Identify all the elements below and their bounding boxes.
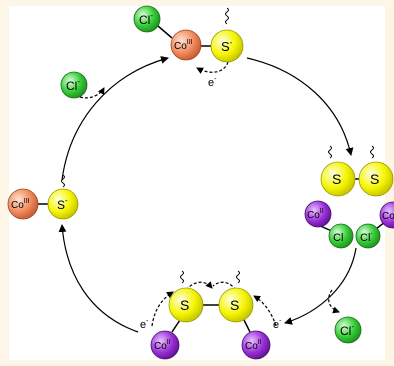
atom-label: S — [370, 171, 379, 187]
squiggle-bottom-1 — [180, 270, 184, 284]
svg-text:CoIII: CoIII — [174, 39, 193, 52]
atom-s-minus-left: S- — [47, 188, 79, 220]
cycle-arrow-right-bottom — [284, 247, 357, 325]
atom-label: Cl — [333, 232, 343, 244]
atom-cl-right-2: Cl- — [355, 223, 381, 249]
atom-label: Co — [245, 341, 258, 352]
dashed-arrow-top-electron — [196, 61, 229, 74]
atom-oxidation-state: III — [187, 39, 193, 46]
cycle-arrow-top-right — [246, 57, 354, 156]
atom-cl-top: Cl- — [133, 5, 161, 33]
electron-label-bottom-right: e- — [273, 318, 282, 331]
atom-co-iii-left: CoIII — [7, 188, 39, 220]
svg-text:Cl-: Cl- — [360, 231, 373, 244]
atom-label: Cl — [340, 324, 351, 338]
bond-cl-co-top — [157, 25, 173, 39]
electron-label-bottom-left: e- — [140, 318, 149, 331]
bond-s-co-bottom-right — [243, 319, 251, 333]
atom-label: Co — [11, 200, 24, 211]
atom-label: S — [332, 171, 341, 187]
atom-label: Co — [382, 211, 394, 222]
cycle-arrow-left-top — [61, 56, 169, 181]
dashed-arrow-cl-in — [79, 87, 105, 99]
atom-charge: - — [150, 11, 153, 20]
atom-co-ii-right: CoII — [304, 200, 332, 228]
atom-co-ii-bottom-left: CoII — [150, 330, 180, 360]
dashed-arrow-cl-out — [328, 289, 340, 314]
atom-cl-left: Cl- — [60, 71, 88, 99]
atom-oxidation-state: II — [320, 208, 324, 215]
atom-label: S — [221, 39, 230, 54]
atom-cl-right-1: Cl — [328, 223, 354, 249]
atom-label: Co — [154, 341, 167, 352]
svg-text:CoII: CoII — [245, 339, 262, 352]
svg-text:CoII: CoII — [154, 339, 171, 352]
atom-cl-bottom-right: Cl- — [334, 316, 362, 344]
atom-label: Cl — [66, 79, 77, 93]
squiggle-right-1 — [328, 145, 332, 159]
squiggle-right-2 — [370, 145, 374, 159]
electron-label-top: e- — [208, 76, 217, 89]
atom-co-partial-right: Co — [379, 201, 394, 229]
dashed-arrow-s-to-s-left — [185, 281, 213, 291]
atom-charge: - — [65, 196, 68, 205]
atom-charge: - — [77, 77, 80, 86]
svg-text:CoIII: CoIII — [11, 198, 30, 211]
atom-co-iii-top: CoIII — [170, 29, 202, 61]
dashed-arrow-left-electron — [151, 291, 174, 327]
atom-label: Co — [307, 210, 320, 221]
svg-text:S-: S- — [57, 196, 68, 212]
atom-oxidation-state: II — [167, 339, 171, 346]
svg-text:Cl-: Cl- — [139, 11, 153, 27]
svg-text:CoII: CoII — [307, 208, 324, 221]
atom-s-right-1: S — [320, 161, 356, 197]
squiggle-left — [61, 174, 65, 188]
atom-charge: - — [230, 38, 233, 47]
atom-label: Co — [174, 41, 187, 52]
svg-text:Cl-: Cl- — [66, 77, 80, 93]
svg-text:S-: S- — [221, 38, 233, 54]
atom-s-right-2: S — [358, 161, 394, 197]
atom-label: S — [57, 198, 65, 212]
bond-s-co-bottom-left — [171, 319, 181, 333]
atom-s-bottom-1: S — [168, 287, 204, 323]
atom-oxidation-state: II — [258, 339, 262, 346]
atom-charge: - — [351, 322, 354, 331]
squiggle-top — [225, 7, 229, 25]
atom-s-bottom-2: S — [218, 287, 254, 323]
squiggle-bottom-2 — [236, 270, 240, 284]
atom-label: Cl — [139, 13, 150, 27]
atom-charge: - — [370, 231, 373, 238]
atom-label: S — [180, 297, 189, 313]
atom-label: Cl — [360, 232, 370, 244]
svg-text:Cl-: Cl- — [340, 322, 354, 338]
atom-label: S — [230, 297, 239, 313]
atom-oxidation-state: III — [24, 198, 30, 205]
atom-s-minus-top: S- — [210, 29, 244, 63]
atom-co-ii-bottom-right: CoII — [241, 330, 271, 360]
cycle-arrow-bottom-left — [58, 224, 139, 333]
